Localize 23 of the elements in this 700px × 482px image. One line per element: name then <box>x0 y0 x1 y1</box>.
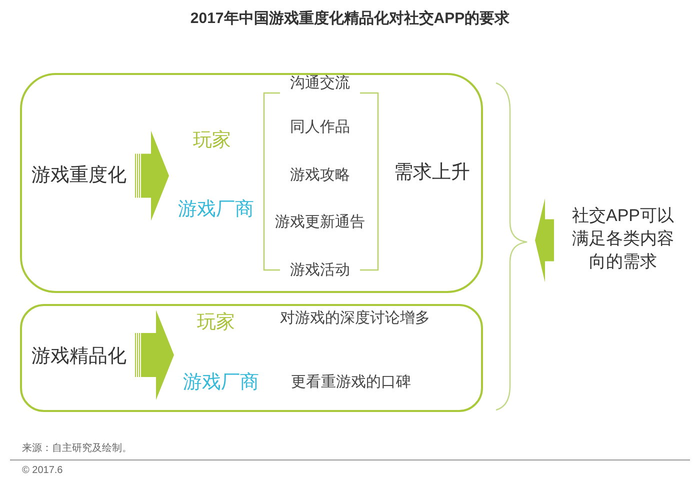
list-item: 沟通交流 <box>290 74 350 94</box>
category-label: 游戏重度化 <box>30 164 128 188</box>
result-label: 需求上升 <box>394 161 470 185</box>
vendor-label: 游戏厂商 <box>182 372 260 394</box>
block-arrow <box>135 310 174 400</box>
rounded-panel <box>20 304 483 412</box>
list-item: 游戏攻略 <box>290 166 350 186</box>
note-text: 更看重游戏的口碑 <box>291 374 411 392</box>
title: 2017年中国游戏重度化精品化对社交APP的要求 <box>190 9 510 29</box>
player-label: 玩家 <box>196 312 236 334</box>
note-text: 对游戏的深度讨论增多 <box>280 310 430 328</box>
block-arrow <box>135 130 169 221</box>
copyright-text: © 2017.6 <box>22 464 63 478</box>
conclusion-text: 社交APP可以满足各类内容向的需求 <box>568 204 678 273</box>
rounded-panel <box>20 73 483 293</box>
source-note: 来源：自主研究及绘制。 <box>22 442 132 456</box>
category-label: 游戏精品化 <box>30 345 128 369</box>
vendor-label: 游戏厂商 <box>177 199 255 221</box>
block-arrow <box>535 198 554 282</box>
player-label: 玩家 <box>192 130 232 152</box>
list-item: 游戏更新通告 <box>275 214 365 232</box>
list-item: 同人作品 <box>290 118 350 138</box>
list-item: 游戏活动 <box>290 262 350 280</box>
